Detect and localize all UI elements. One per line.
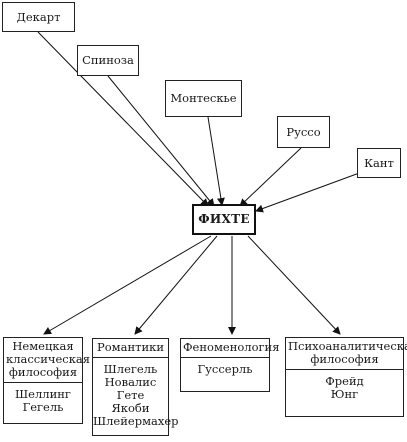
item-line: Новалис xyxy=(104,375,157,389)
arrow-spinoza-to-fichte xyxy=(107,75,215,207)
source-box-rousseau: Руссо xyxy=(277,116,330,148)
target-heading: Романтики xyxy=(93,339,168,358)
item-line: Якоби xyxy=(111,401,150,415)
source-label: Монтескье xyxy=(170,91,237,105)
target-heading: Немецкая классическая философия xyxy=(4,338,91,383)
target-items: Гуссерль xyxy=(181,358,269,376)
target-items: Фрейд Юнг xyxy=(286,370,403,401)
heading-line: Немецкая xyxy=(12,339,74,353)
source-box-kant: Кант xyxy=(357,148,401,178)
heading-line: Романтики xyxy=(96,340,164,354)
arrow-montesquieu-to-fichte xyxy=(207,116,225,206)
source-label: Руссо xyxy=(286,124,321,139)
item-line: Шлегель xyxy=(103,362,158,376)
source-box-montesquieu: Монтескье xyxy=(165,80,242,117)
item-line: Шлейермахер xyxy=(93,414,179,428)
target-box-phenomenology: Феноменология Гуссерль xyxy=(180,338,280,392)
target-box-german-classical: Немецкая классическая философия Шеллинг … xyxy=(3,337,91,424)
heading-line: философия xyxy=(310,352,379,366)
center-label: ФИХТЕ xyxy=(198,212,250,226)
item-line: Гуссерль xyxy=(197,362,253,376)
source-label: Декарт xyxy=(16,9,61,24)
target-heading: Феноменология xyxy=(181,339,280,358)
arrow-kant-to-fichte xyxy=(255,171,363,213)
target-box-romantics: Романтики Шлегель Новалис Гете Якоби Шле… xyxy=(92,338,179,436)
center-box-fichte: ФИХТЕ xyxy=(192,204,256,235)
target-box-psychoanalytic: Психоаналитическая философия Фрейд Юнг xyxy=(285,337,407,417)
source-box-spinoza: Спиноза xyxy=(77,45,139,76)
item-line: Шеллинг xyxy=(15,387,71,401)
item-line: Гегель xyxy=(22,400,64,414)
arrow-fichte-to-psychoanalytic xyxy=(247,235,341,335)
target-heading: Психоаналитическая философия xyxy=(286,338,407,370)
heading-line: философия xyxy=(8,365,78,379)
heading-line: Феноменология xyxy=(183,340,280,354)
arrow-rousseau-to-fichte xyxy=(239,147,302,207)
source-box-dekart: Декарт xyxy=(2,2,75,32)
heading-line: классическая xyxy=(6,352,91,366)
item-line: Фрейд xyxy=(325,374,364,388)
target-items: Шлегель Новалис Гете Якоби Шлейермахер xyxy=(93,358,179,428)
source-label: Кант xyxy=(364,155,394,170)
target-items: Шеллинг Гегель xyxy=(4,383,82,414)
arrow-dekart-to-fichte xyxy=(37,31,209,207)
arrow-fichte-to-romantics xyxy=(134,235,218,335)
source-label: Спиноза xyxy=(82,53,134,67)
arrow-fichte-to-german-classical xyxy=(43,235,212,335)
heading-line: Психоаналитическая xyxy=(288,339,407,353)
item-line: Гете xyxy=(116,388,145,402)
item-line: Юнг xyxy=(330,387,359,401)
